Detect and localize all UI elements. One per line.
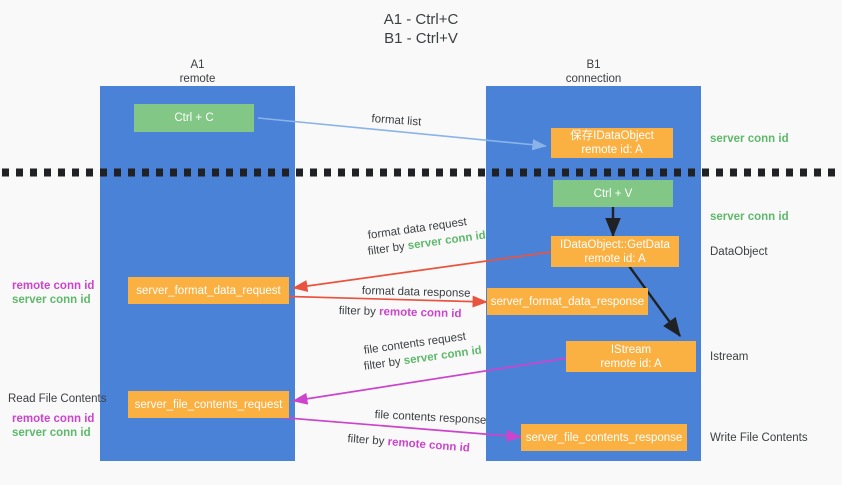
- edge-label-file-contents-response: file contents response: [374, 408, 487, 427]
- right-label-dataobject: DataObject: [710, 246, 768, 258]
- node-istream-line2: remote id: A: [600, 357, 662, 370]
- lane-header-b1-subtitle: connection: [565, 73, 622, 85]
- left-label-remote-conn-id-1: remote conn id: [12, 280, 95, 292]
- node-server-file-contents-response-label: server_file_contents_response: [525, 431, 683, 444]
- node-istream-line1: IStream: [610, 343, 652, 356]
- node-server-file-contents-response[interactable]: server_file_contents_response: [521, 424, 687, 451]
- node-ctrl-v[interactable]: Ctrl + V: [553, 180, 673, 207]
- left-label-server-conn-id-1: server conn id: [12, 294, 91, 306]
- edge-label-format-list: format list: [371, 112, 422, 129]
- left-label-server-conn-id-2: server conn id: [12, 427, 91, 439]
- right-label-server-conn-id-mid: server conn id: [710, 211, 789, 223]
- title-line-2: B1 - Ctrl+V: [384, 30, 458, 47]
- node-getdata-line1: IDataObject::GetData: [560, 238, 670, 251]
- node-server-format-data-response-label: server_format_data_response: [490, 295, 645, 308]
- edge-label-file-contents-response-filter: filter by remote conn id: [347, 432, 471, 457]
- filter-prefix-4: filter by: [346, 432, 389, 449]
- diagram-title: A1 - Ctrl+C B1 - Ctrl+V: [0, 10, 842, 48]
- lane-header-b1: B1 connection: [486, 58, 701, 86]
- filter-value-2: remote conn id: [378, 306, 462, 321]
- edge-label-format-data-response: format data response: [361, 284, 471, 300]
- node-server-format-data-request[interactable]: server_format_data_request: [128, 277, 289, 304]
- lane-header-a1-subtitle: remote: [179, 73, 216, 85]
- node-getdata-line2: remote id: A: [584, 252, 646, 265]
- node-istream[interactable]: IStream remote id: A: [566, 341, 696, 372]
- edge-label-format-data-response-filter: filter by remote conn id: [339, 304, 462, 322]
- node-save-dataobject-line2: remote id: A: [581, 144, 643, 156]
- node-getdata[interactable]: IDataObject::GetData remote id: A: [551, 236, 679, 267]
- filter-prefix-2: filter by: [338, 304, 380, 319]
- filter-value-4: remote conn id: [387, 436, 471, 455]
- title-line-1: A1 - Ctrl+C: [383, 11, 459, 28]
- right-label-istream: Istream: [710, 351, 749, 363]
- lane-header-b1-title: B1: [586, 59, 601, 71]
- node-ctrl-v-line1: Ctrl + V: [593, 187, 633, 200]
- lane-header-a1: A1 remote: [100, 58, 295, 86]
- node-server-format-data-response[interactable]: server_format_data_response: [487, 288, 648, 315]
- node-save-dataobject[interactable]: 保存IDataObject remote id: A: [551, 128, 673, 158]
- node-ctrl-c[interactable]: Ctrl + C: [134, 104, 254, 132]
- phase-separator: [2, 168, 840, 177]
- node-save-dataobject-line1: 保存IDataObject: [570, 130, 654, 142]
- node-ctrl-c-line1: Ctrl + C: [174, 112, 214, 124]
- node-server-file-contents-request-label: server_file_contents_request: [134, 398, 283, 411]
- node-server-file-contents-request[interactable]: server_file_contents_request: [128, 391, 289, 418]
- filter-prefix-3: filter by: [363, 355, 405, 373]
- lane-header-a1-title: A1: [190, 59, 205, 71]
- left-label-read-file-contents: Read File Contents: [8, 393, 107, 405]
- left-label-remote-conn-id-2: remote conn id: [12, 413, 95, 425]
- node-server-format-data-request-label: server_format_data_request: [136, 284, 281, 297]
- filter-prefix-1: filter by: [367, 240, 409, 258]
- right-label-server-conn-id-top: server conn id: [710, 133, 789, 145]
- right-label-write-file-contents: Write File Contents: [710, 432, 808, 444]
